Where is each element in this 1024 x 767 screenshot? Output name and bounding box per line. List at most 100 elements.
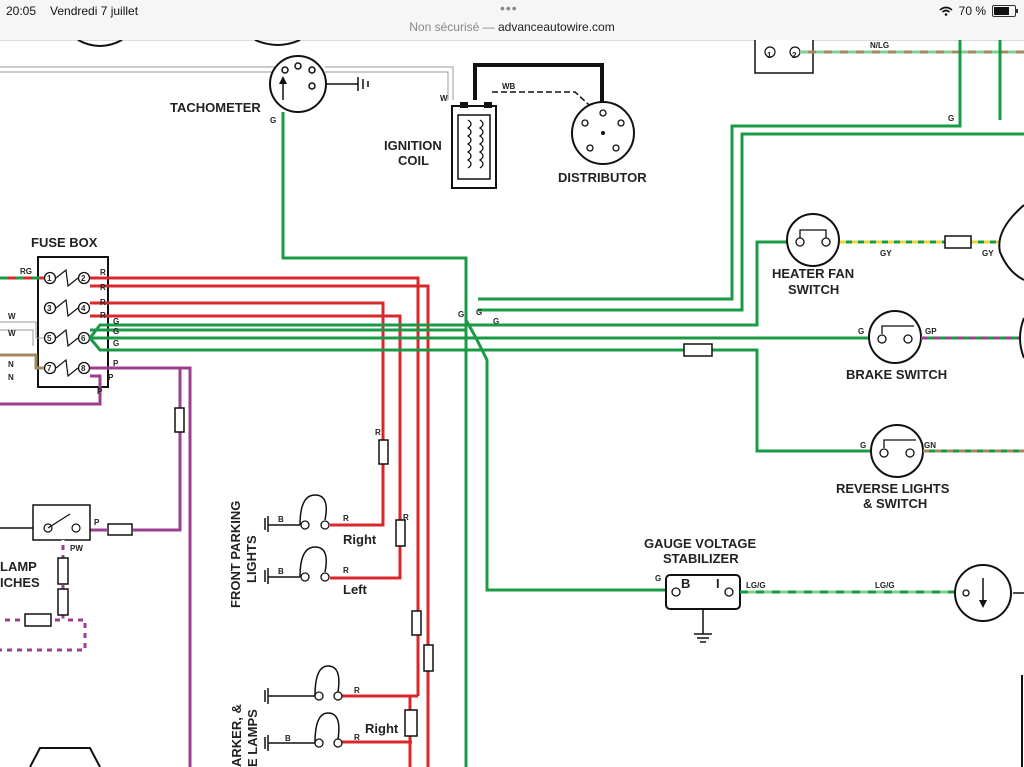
wire-label-n1: N <box>8 360 14 369</box>
reverse-lights-switch <box>870 424 924 478</box>
fuse-2: 2 <box>81 274 86 283</box>
fuse-box-label: FUSE BOX <box>31 235 98 250</box>
right-label-1: Right <box>343 532 377 547</box>
status-indicators: 70 % <box>939 4 1018 18</box>
wire-label-rg: RG <box>20 267 32 276</box>
partial-gauge-right <box>254 40 301 46</box>
heater-fan-switch <box>786 213 840 267</box>
gauge-right <box>954 564 1012 622</box>
insecure-label: Non sécurisé — <box>409 20 495 34</box>
fuse-6: 6 <box>81 334 86 343</box>
distributor <box>571 101 635 165</box>
wire-label-gn: GN <box>924 441 936 450</box>
left-label: Left <box>343 582 368 597</box>
fuse-4: 4 <box>81 304 86 313</box>
brake-switch <box>868 310 922 364</box>
wire-label-g: G <box>270 116 276 125</box>
wire-label-lgg2: LG/G <box>875 581 895 590</box>
ignition-coil <box>451 102 497 189</box>
wire-label-wb: WB <box>502 82 516 91</box>
wire-label-gy2: GY <box>982 249 994 258</box>
wire-label-g2: G <box>948 114 954 123</box>
pin-2: 2 <box>792 51 797 60</box>
status-bar: 20:05 Vendredi 7 juillet ••• Non sécuris… <box>0 0 1024 41</box>
wire-label-gy1: GY <box>880 249 892 258</box>
lamp-label-2: ICHES <box>0 575 40 590</box>
url-text: advanceautowire.com <box>497 20 615 34</box>
reverse-label-2: & SWITCH <box>863 496 927 511</box>
ignition-coil-label-1: IGNITION <box>384 138 442 153</box>
wifi-icon <box>939 6 953 16</box>
wire-label-b2: B <box>278 567 284 576</box>
gauge-label-2: STABILIZER <box>663 551 739 566</box>
heater-fan-label-2: SWITCH <box>788 282 839 297</box>
wire-label-r9: R <box>354 686 360 695</box>
wire-label-r5: R <box>375 428 381 437</box>
wire-label-w2: W <box>8 312 16 321</box>
heater-fan-label-1: HEATER FAN <box>772 266 854 281</box>
wire-label-w: W <box>440 94 448 103</box>
gauge-voltage-stabilizer: B I <box>665 574 741 643</box>
ignition-coil-label-2: COIL <box>398 153 429 168</box>
distributor-label: DISTRIBUTOR <box>558 170 647 185</box>
lamp-label-1: LAMP <box>0 559 37 574</box>
wire-label-g7: G <box>113 327 119 336</box>
front-parking-label-1: FRONT PARKING <box>228 501 243 608</box>
fuse-1: 1 <box>47 274 52 283</box>
terminal-b-label: B <box>681 576 690 591</box>
front-parking-lights: FRONT PARKING LIGHTS B B <box>228 494 330 608</box>
wire-label-p3: P <box>97 387 103 396</box>
battery-icon <box>992 5 1018 17</box>
status-time: 20:05 <box>6 4 37 18</box>
wire-label-g10: G <box>858 327 864 336</box>
fuse-3: 3 <box>47 304 52 313</box>
wire-label-gp: GP <box>925 327 937 336</box>
wire-label-b1: B <box>278 515 284 524</box>
wire-label-r2: R <box>100 283 106 292</box>
wire-label-g11: G <box>860 441 866 450</box>
address-bar[interactable]: Non sécurisé — advanceautowire.com <box>0 20 1024 34</box>
battery-percent: 70 % <box>958 4 986 18</box>
wire-label-p4: P <box>94 518 100 527</box>
tachometer <box>269 55 369 113</box>
fuse-7: 7 <box>47 364 52 373</box>
wire-label-g9: G <box>655 574 661 583</box>
wire-label-g4: G <box>476 308 482 317</box>
marker-label-2: E LAMPS <box>245 709 260 767</box>
wire-label-g8: G <box>113 339 119 348</box>
wire-label-pw: PW <box>70 544 83 553</box>
wire-label-r4: R <box>100 311 106 320</box>
wire-label-r6: R <box>403 513 409 522</box>
brake-switch-label: BRAKE SWITCH <box>846 367 947 382</box>
gauge-label-1: GAUGE VOLTAGE <box>644 536 757 551</box>
wire-label-lgg1: LG/G <box>746 581 766 590</box>
fuse-8: 8 <box>81 364 86 373</box>
wire-label-r10: R <box>354 733 360 742</box>
side-marker-lamps: ARKER, & E LAMPS B <box>229 665 343 767</box>
wire-label-w3: W <box>8 329 16 338</box>
connector-top-right: 1 2 <box>754 40 814 74</box>
front-parking-label-2: LIGHTS <box>244 535 259 583</box>
wire-label-r3: R <box>100 298 106 307</box>
wire-label-p2: P <box>108 373 114 382</box>
wire-label-r8: R <box>343 566 349 575</box>
fuse-5: 5 <box>47 334 52 343</box>
tab-dots-menu[interactable]: ••• <box>500 0 518 16</box>
wire-label-g5: G <box>493 317 499 326</box>
lamp-switch <box>32 504 91 541</box>
marker-label-1: ARKER, & <box>229 704 244 767</box>
wire-label-n2: N <box>8 373 14 382</box>
wire-label-r7: R <box>343 514 349 523</box>
wire-label-nlg: N/LG <box>870 41 889 50</box>
pin-1: 1 <box>767 51 772 60</box>
reverse-label-1: REVERSE LIGHTS <box>836 481 950 496</box>
wire-label-r1: R <box>100 268 106 277</box>
status-date: Vendredi 7 juillet <box>50 4 139 18</box>
wire-label-g3: G <box>458 310 464 319</box>
wire-label-g6: G <box>113 317 119 326</box>
terminal-i-label: I <box>716 576 720 591</box>
wire-label-p1: P <box>113 359 119 368</box>
tachometer-label: TACHOMETER <box>170 100 261 115</box>
wiring-diagram: TACHOMETER G W WB IGNITION COIL DISTRIBU… <box>0 40 1024 767</box>
right-label-2: Right <box>365 721 399 736</box>
